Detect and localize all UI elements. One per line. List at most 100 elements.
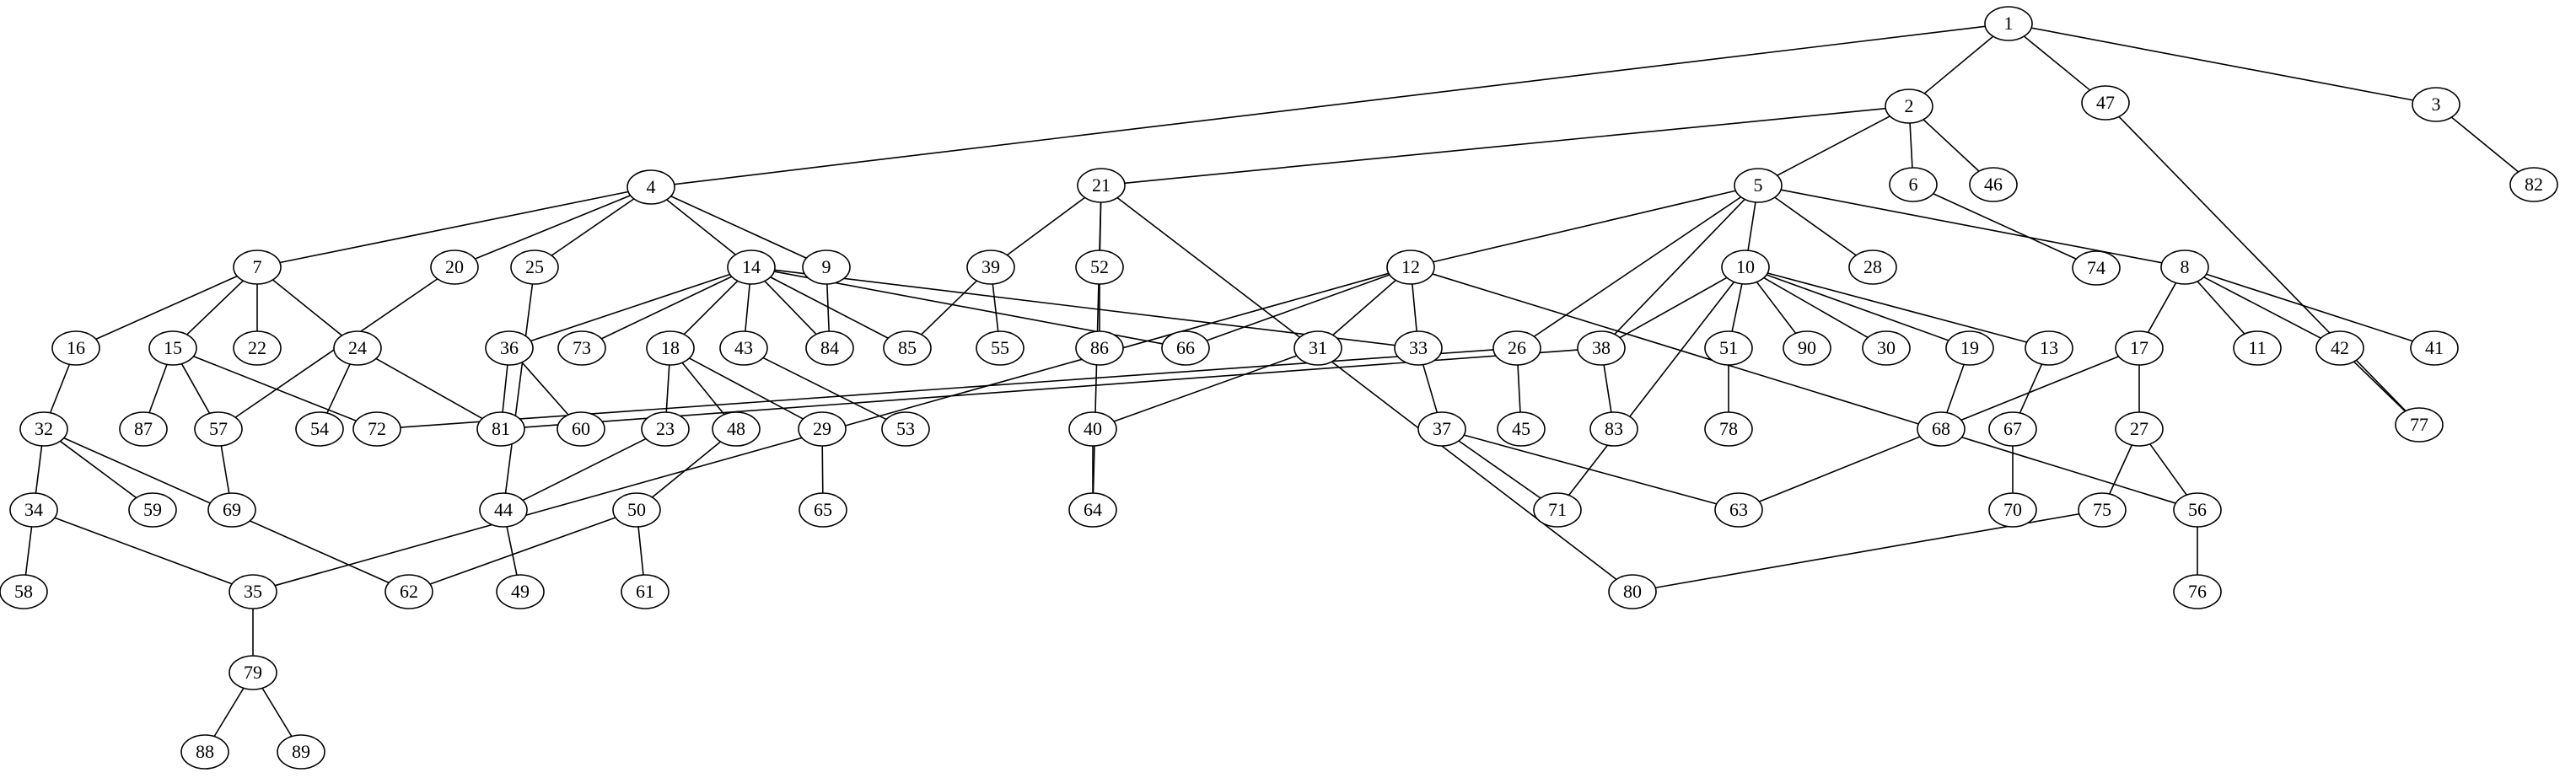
node-label: 42 [2331,337,2349,358]
node-ellipse [1497,411,1546,447]
node-label: 50 [627,499,646,520]
node-31: 31 [1293,330,1342,366]
node-label: 49 [511,581,530,602]
node-23: 23 [641,411,690,447]
node-label: 79 [244,662,262,683]
node-label: 69 [223,499,241,520]
node-9: 9 [802,249,851,285]
node-49: 49 [496,574,545,609]
node-label: 75 [2093,499,2111,520]
edge-10-51 [1731,283,1743,332]
edge-1-2 [1923,35,1994,94]
node-label: 36 [500,337,519,358]
node-label: 81 [492,418,510,439]
node-64: 64 [1068,492,1117,528]
edge-31-40 [1113,355,1298,422]
node-ellipse [799,492,847,528]
node-ellipse [1988,492,2037,528]
edge-7-16 [95,275,238,341]
node-ellipse [1889,167,1938,202]
node-34: 34 [9,492,58,528]
edge-34-58 [24,526,33,576]
node-36: 36 [485,330,534,366]
node-ellipse [1068,492,1117,528]
edge-39-85 [921,280,977,335]
edge-23-44 [522,437,647,502]
node-ellipse [1068,411,1117,447]
node-label: 2 [1905,95,1914,116]
node-13: 13 [2025,330,2073,366]
node-label: 70 [2003,499,2022,520]
edge-10-30 [1763,276,1869,339]
node-35: 35 [229,574,277,609]
node-label: 66 [1176,337,1195,358]
node-label: 22 [248,337,266,358]
node-label: 63 [1729,499,1748,520]
node-45: 45 [1497,411,1546,447]
node-ellipse [295,411,344,447]
node-2: 2 [1885,89,1933,124]
node-label: 6 [1909,174,1918,195]
node-label: 82 [2525,174,2543,195]
edge-24-54 [326,363,351,414]
edge-10-19 [1766,274,1949,341]
edge-38-81 [524,349,1578,428]
node-ellipse [233,330,282,366]
edge-1-4 [674,25,1986,185]
edge-15-87 [148,364,168,413]
node-label: 7 [253,256,262,277]
node-label: 38 [1592,337,1611,358]
node-ellipse [1075,249,1124,285]
node-ellipse [719,330,768,366]
edge-12-33 [1412,283,1417,332]
edge-4-9 [670,196,807,259]
edge-9-84 [826,283,830,332]
node-ellipse [641,411,690,447]
node-1: 1 [1984,6,2033,41]
node-ellipse [612,492,661,528]
node-label: 13 [2040,337,2058,358]
node-label: 88 [196,741,214,762]
edge-5-26 [1533,196,1742,337]
edge-5-38 [1614,198,1745,335]
node-label: 20 [445,256,464,277]
node-ellipse [479,492,528,528]
node-label: 32 [35,418,53,439]
node-label: 24 [348,337,367,358]
node-87: 87 [119,411,168,447]
node-label: 64 [1084,499,1102,520]
edge-32-34 [35,445,43,494]
node-label: 12 [1401,256,1420,277]
node-label: 25 [525,256,544,277]
node-ellipse [557,330,606,366]
edge-10-38 [1619,276,1728,339]
node-52: 52 [1075,249,1124,285]
node-ellipse [2115,411,2164,447]
node-label: 34 [24,499,43,520]
node-10: 10 [1721,249,1770,285]
node-label: 31 [1309,337,1327,358]
node-label: 29 [813,418,831,439]
node-90: 90 [1783,330,1831,366]
node-66: 66 [1161,330,1210,366]
node-59: 59 [128,492,177,528]
node-89: 89 [277,734,325,770]
node-16: 16 [51,330,100,366]
node-label: 80 [1623,581,1642,602]
edge-15-57 [180,363,211,414]
node-label: 86 [1090,337,1109,358]
node-46: 46 [1969,167,2018,202]
node-21: 21 [1077,168,1126,203]
node-label: 5 [1754,174,1763,196]
edge-18-23 [665,364,670,413]
node-label: 77 [2410,414,2428,435]
node-ellipse [233,249,282,285]
edge-34-35 [54,517,233,585]
node-57: 57 [194,411,243,447]
edge-4-7 [279,190,629,264]
node-ellipse [1417,411,1466,447]
node-ellipse [621,574,670,609]
node-label: 61 [636,581,654,602]
node-ellipse [976,330,1024,366]
edge-6-74 [1933,193,2077,260]
